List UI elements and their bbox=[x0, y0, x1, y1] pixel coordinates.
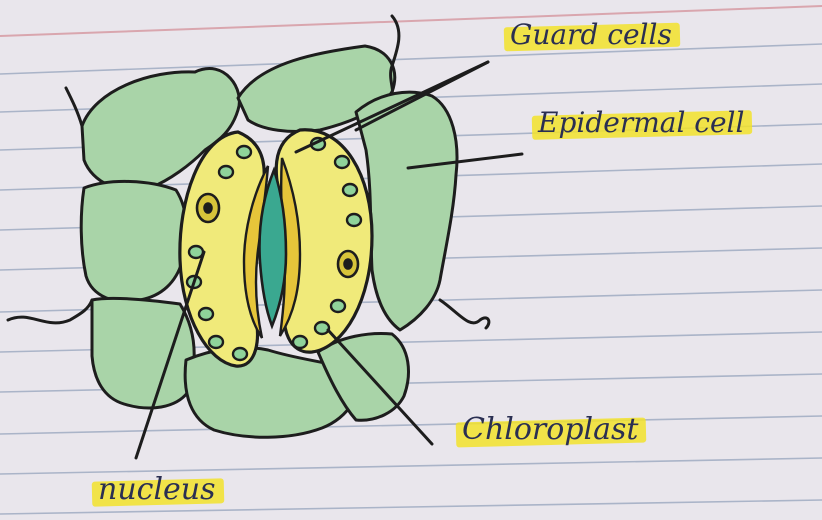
label-epidermal-cell: Epidermal cell bbox=[538, 106, 744, 139]
chloroplast bbox=[331, 300, 345, 312]
label-chloroplast: Chloroplast bbox=[462, 412, 638, 447]
label-epidermal-cell-text: Epidermal cell bbox=[538, 106, 744, 139]
chloroplast bbox=[335, 156, 349, 168]
label-guard-cells: Guard cells bbox=[510, 18, 672, 51]
chloroplast bbox=[219, 166, 233, 178]
chloroplast bbox=[347, 214, 361, 226]
chloroplast bbox=[237, 146, 251, 158]
chloroplast bbox=[343, 184, 357, 196]
label-nucleus: nucleus bbox=[98, 472, 216, 507]
epidermal-cell-left bbox=[81, 181, 186, 301]
chloroplast bbox=[199, 308, 213, 320]
chloroplast bbox=[189, 246, 203, 258]
chloroplast bbox=[233, 348, 247, 360]
label-chloroplast-text: Chloroplast bbox=[462, 412, 638, 447]
label-nucleus-text: nucleus bbox=[98, 472, 216, 507]
chloroplast bbox=[315, 322, 329, 334]
chloroplast bbox=[209, 336, 223, 348]
nucleus-left-inner bbox=[205, 204, 212, 213]
chloroplast bbox=[293, 336, 307, 348]
label-guard-cells-text: Guard cells bbox=[510, 18, 672, 51]
nucleus-right-inner bbox=[345, 260, 352, 269]
epidermal-cell-bottom-left bbox=[92, 298, 194, 408]
